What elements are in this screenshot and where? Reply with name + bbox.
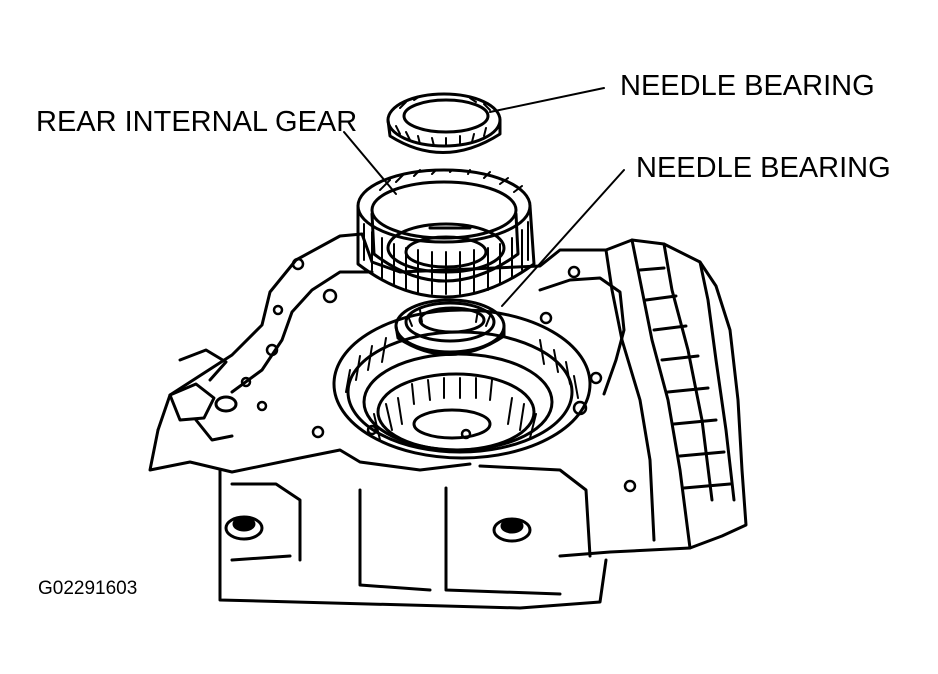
callout-needle-bearing-upper: NEEDLE BEARING (620, 70, 875, 102)
leader-lines (343, 87, 625, 307)
clutch-plate-teeth (345, 337, 579, 441)
case-studs (214, 395, 532, 543)
needle-bearing-lower (394, 298, 506, 356)
figure-id: G02291603 (38, 578, 138, 599)
needle-bearing-upper (386, 92, 502, 154)
gear-teeth (363, 169, 529, 295)
flange-bolt-holes (240, 257, 637, 493)
callout-rear-internal-gear: REAR INTERNAL GEAR (36, 106, 358, 138)
callout-needle-bearing-lower: NEEDLE BEARING (636, 152, 891, 184)
transmission-case (148, 232, 748, 610)
